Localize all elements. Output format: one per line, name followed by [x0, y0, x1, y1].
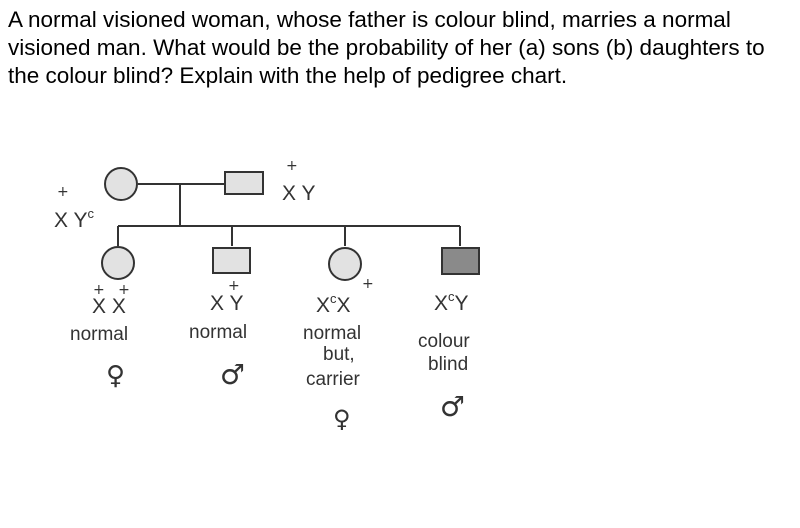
child-2-genotype: X Y [210, 292, 243, 315]
father-genotype: X Y [282, 182, 315, 205]
mother-circle [104, 167, 138, 201]
child-2-status: normal [189, 322, 247, 343]
child-3-status-line-3: carrier [306, 369, 361, 390]
child-1-genotype: X X [92, 295, 126, 318]
father-square [224, 171, 264, 195]
child-2-square [212, 247, 251, 274]
pedigree-lines [117, 183, 461, 246]
child-4-status-line-2: blind [428, 354, 468, 375]
child-3-status-line-1: normal [303, 323, 361, 344]
child-2-marks: + [228, 278, 240, 294]
female-symbol: ♀ [333, 405, 351, 433]
child-3-circle [328, 247, 362, 281]
child-4-square [441, 247, 480, 275]
female-symbol: ♀ [106, 361, 125, 391]
mother-genotype-mark: + [57, 184, 69, 200]
child-1-marks: + + [93, 282, 130, 298]
child-1-status: normal [70, 324, 128, 345]
child-1-circle [101, 246, 135, 280]
male-symbol: ♂ [440, 390, 465, 423]
male-symbol: ♂ [220, 358, 245, 391]
question-text: A normal visioned woman, whose father is… [8, 7, 765, 88]
father-genotype-mark: + [286, 158, 298, 174]
child-3-marks: + [362, 276, 374, 292]
child-4-status-line-1: colour [418, 331, 470, 352]
child-4-genotype: XcY [434, 289, 469, 315]
child-3-genotype: XcX [316, 291, 351, 317]
mother-genotype: X Yc [54, 206, 94, 232]
child-3-status-line-2: but, [323, 344, 355, 365]
